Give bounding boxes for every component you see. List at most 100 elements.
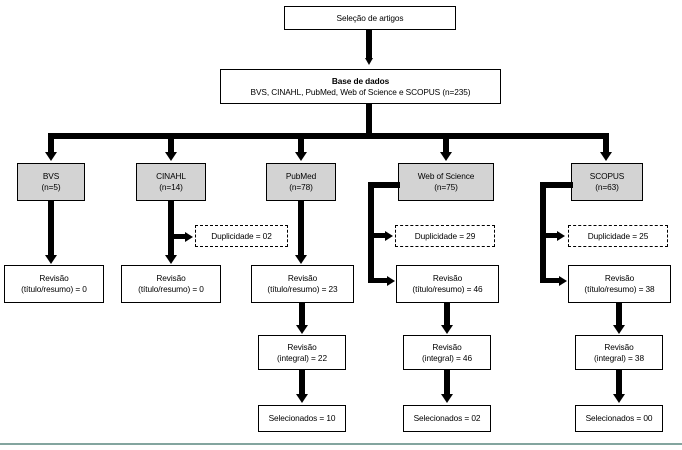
box-review-full-pubmed: Revisão (integral) = 22 (258, 335, 346, 370)
arrow-bus-to-web-of-science-icon (440, 152, 452, 161)
connector-pubmed-full-to-selected (299, 370, 305, 397)
duplicate-label: Duplicidade = 29 (414, 230, 476, 241)
review-label-secondary: (integral) = 46 (422, 352, 472, 363)
box-label: Seleção de artigos (336, 12, 404, 23)
arrow-pubmed-full-to-selected-icon (296, 394, 308, 403)
box-review-title-abstract-cinahl: Revisão (título/resumo) = 0 (121, 265, 221, 303)
box-review-full-scopus: Revisão (integral) = 38 (575, 335, 663, 370)
duplicate-label: Duplicidade = 25 (587, 230, 649, 241)
box-review-title-abstract-web-of-science: Revisão (título/resumo) = 46 (396, 265, 499, 303)
arrow-bus-to-pubmed-icon (295, 152, 307, 161)
connector-cinahl-to-review (168, 201, 174, 258)
connector-bvs-to-review (48, 201, 54, 258)
source-count: (n=78) (289, 182, 313, 192)
arrow-scopus-full-to-selected-icon (613, 394, 625, 403)
arrow-cinahl-to-review-icon (165, 255, 177, 264)
box-review-full-web-of-science: Revisão (integral) = 46 (403, 335, 491, 370)
arrow-bus-to-bvs-icon (45, 152, 57, 161)
connector-web-of-science-to-review (374, 278, 388, 283)
review-label-primary: Revisão (287, 341, 317, 352)
arrow-pubmed-review-to-full-icon (296, 325, 308, 334)
review-label-secondary: (integral) = 22 (277, 352, 327, 363)
arrow-bus-to-scopus-icon (600, 152, 612, 161)
box-source-web-of-science: Web of Science (n=75) (398, 163, 494, 201)
box-review-title-abstract-scopus: Revisão (título/resumo) = 38 (568, 265, 671, 303)
box-selecao-de-artigos: Seleção de artigos (284, 6, 456, 30)
arrow-scopus-review-to-full-icon (613, 325, 625, 334)
source-count: (n=5) (41, 182, 61, 192)
source-name: SCOPUS (589, 171, 625, 181)
arrow-web-of-science-review-to-full-icon (441, 325, 453, 334)
box-review-title-abstract-pubmed: Revisão (título/resumo) = 23 (251, 265, 354, 303)
review-label-primary: Revisão (39, 273, 69, 283)
connector-web-of-science-full-to-selected (444, 370, 450, 397)
arrow-pubmed-to-review-icon (295, 255, 307, 264)
bottom-divider (0, 443, 682, 445)
connector-pubmed-to-review (298, 201, 304, 258)
arrow-bvs-to-review-icon (45, 255, 57, 264)
review-label-primary: Revisão (432, 341, 462, 352)
connector-web-of-science-exit (368, 182, 400, 188)
review-label-secondary: (título/resumo) = 38 (584, 284, 655, 294)
connector-bus-drop-web-of-science (443, 133, 449, 155)
connector-web-of-science-to-duplicate (374, 233, 386, 238)
arrow-web-of-science-full-to-selected-icon (441, 394, 453, 403)
review-label-secondary: (integral) = 38 (594, 352, 644, 363)
arrow-cinahl-to-duplicate-icon (185, 231, 193, 242)
box-duplicate-scopus: Duplicidade = 25 (568, 225, 668, 247)
review-label-secondary: (título/resumo) = 0 (138, 284, 204, 294)
connector-scopus-to-duplicate (546, 233, 558, 238)
selected-label: Selecionados = 02 (413, 413, 481, 423)
selected-label: Selecionados = 00 (585, 413, 653, 423)
connector-bus-drop-cinahl (168, 133, 174, 155)
arrow-bus-to-cinahl-icon (165, 152, 177, 161)
arrow-web-of-science-to-duplicate-icon (385, 230, 393, 241)
connector-scopus-to-review (546, 278, 560, 283)
connector-web-of-science-rail (368, 182, 374, 283)
source-count: (n=14) (159, 182, 183, 192)
duplicate-label: Duplicidade = 02 (211, 230, 272, 241)
review-label-primary: Revisão (604, 273, 635, 283)
connector-bus-drop-scopus (603, 133, 609, 155)
box-label-secondary: BVS, CINAHL, PubMed, Web of Science e SC… (250, 86, 471, 97)
box-selected-pubmed: Selecionados = 10 (258, 405, 346, 432)
source-name: PubMed (285, 171, 317, 181)
arrow-title-to-database-icon (364, 58, 373, 65)
box-duplicate-cinahl: Duplicidade = 02 (195, 225, 288, 247)
connector-bus-drop-bvs (48, 133, 54, 155)
selected-label: Selecionados = 10 (268, 413, 336, 423)
box-label-primary: Base de dados (331, 75, 390, 86)
review-label-secondary: (título/resumo) = 0 (21, 284, 87, 294)
review-label-primary: Revisão (156, 273, 186, 283)
arrow-scopus-to-duplicate-icon (557, 230, 565, 241)
connector-web-of-science-review-to-full (444, 303, 450, 328)
review-label-secondary: (título/resumo) = 46 (412, 284, 483, 294)
box-selected-scopus: Selecionados = 00 (575, 405, 663, 432)
review-label-primary: Revisão (287, 273, 318, 283)
connector-scopus-exit (540, 182, 573, 188)
connector-pubmed-review-to-full (299, 303, 305, 328)
connector-scopus-rail (540, 182, 546, 283)
box-source-bvs: BVS (n=5) (17, 163, 85, 201)
arrow-scopus-to-review-icon (559, 275, 567, 286)
box-duplicate-web-of-science: Duplicidade = 29 (395, 225, 495, 247)
connector-scopus-review-to-full (616, 303, 622, 328)
connector-bus-drop-pubmed (298, 133, 304, 155)
box-source-cinahl: CINAHL (n=14) (136, 163, 206, 201)
source-count: (n=63) (595, 182, 619, 192)
box-source-scopus: SCOPUS (n=63) (571, 163, 643, 201)
connector-title-to-database (366, 30, 372, 59)
connector-database-stem (366, 104, 372, 135)
connector-scopus-full-to-selected (616, 370, 622, 397)
source-name: BVS (42, 171, 60, 181)
box-source-pubmed: PubMed (n=78) (266, 163, 336, 201)
connector-cinahl-to-duplicate (174, 234, 186, 239)
box-selected-web-of-science: Selecionados = 02 (403, 405, 491, 432)
box-review-title-abstract-bvs: Revisão (título/resumo) = 0 (4, 265, 104, 303)
review-label-secondary: (título/resumo) = 23 (267, 284, 338, 294)
connector-distribution-bus (48, 133, 609, 139)
source-name: Web of Science (417, 171, 475, 181)
source-count: (n=75) (434, 182, 458, 192)
box-base-de-dados: Base de dados BVS, CINAHL, PubMed, Web o… (220, 69, 501, 104)
